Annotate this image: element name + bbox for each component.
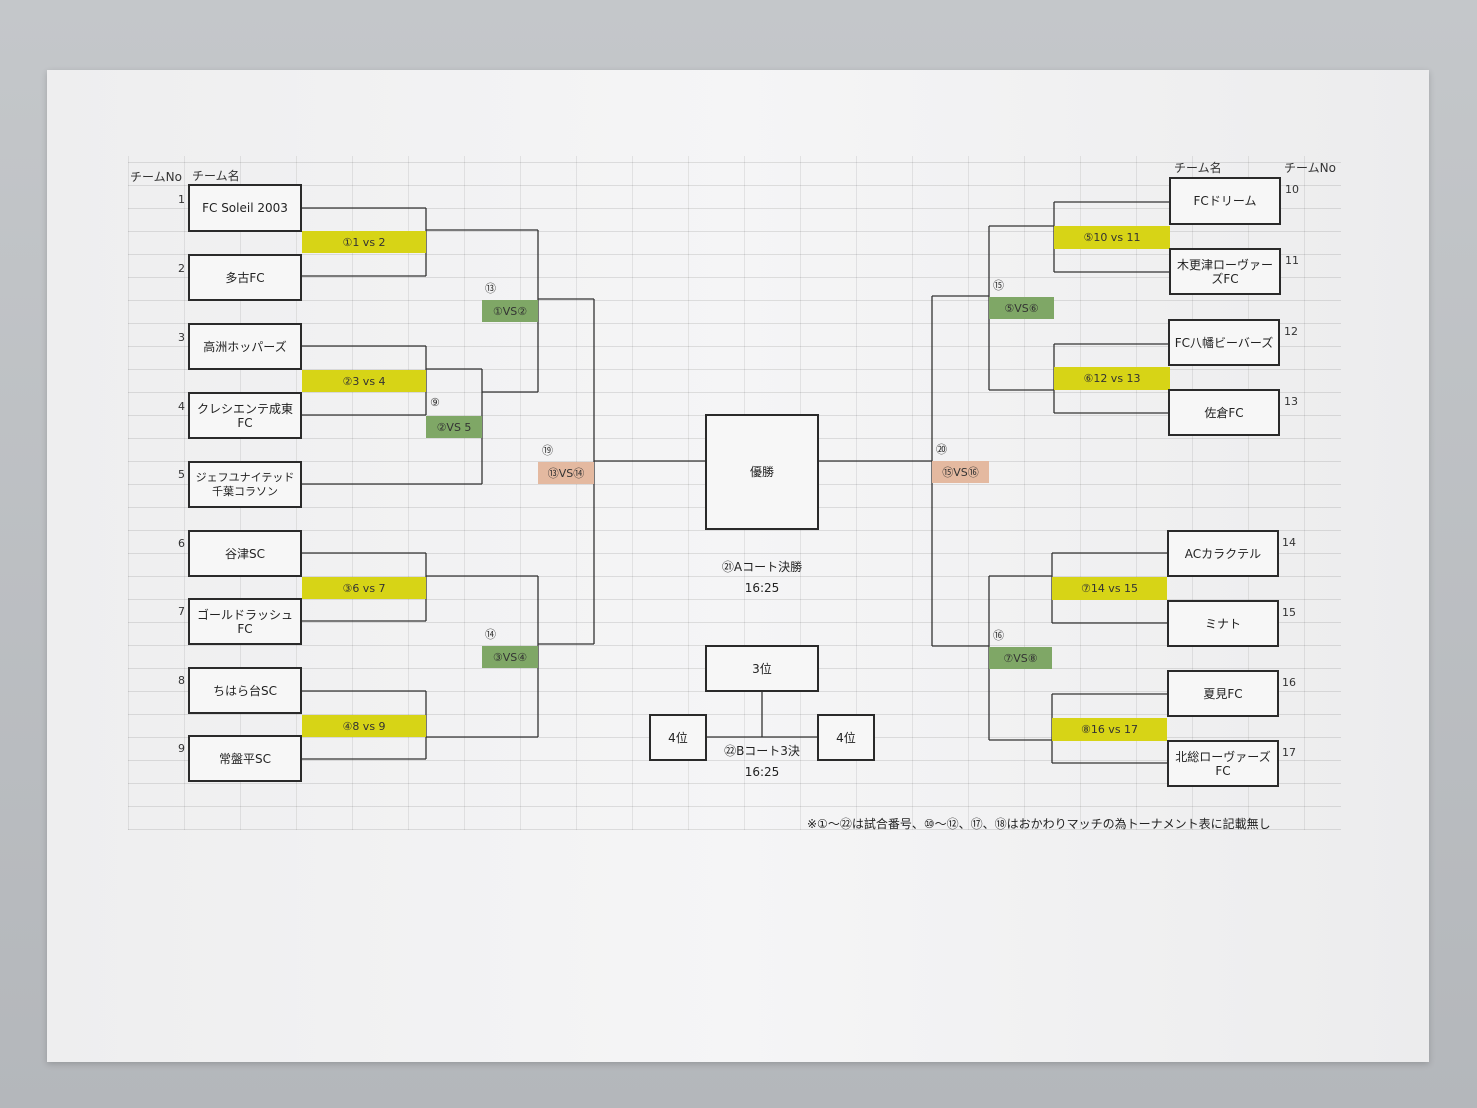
match-19-tag: ⑬VS⑭ (538, 462, 594, 484)
match-9-number: ⑨ (430, 396, 440, 409)
match-20-number: ⑳ (936, 443, 947, 456)
team-no-11: 11 (1285, 254, 1299, 267)
header-left-team-name: チーム名 (192, 169, 240, 183)
team-no-2: 2 (178, 262, 185, 275)
team-no-9: 9 (178, 742, 185, 755)
fourth-place-left-box: 4位 (649, 714, 707, 761)
match-14-tag: ③VS④ (482, 646, 538, 668)
match-20-tag: ⑮VS⑯ (932, 461, 989, 483)
team-box-17: 北総ローヴァーズFC (1167, 740, 1279, 787)
team-no-5: 5 (178, 468, 185, 481)
team-box-5: ジェフユナイテッド千葉コラソン (188, 461, 302, 508)
team-no-6: 6 (178, 537, 185, 550)
team-no-14: 14 (1282, 536, 1296, 549)
match-8-tag: ⑧16 vs 17 (1052, 718, 1167, 741)
champion-box: 優勝 (705, 414, 819, 530)
team-box-4: クレシエンテ成東FC (188, 392, 302, 439)
match-15-tag: ⑤VS⑥ (989, 297, 1054, 319)
match-9-tag: ②VS 5 (426, 416, 482, 438)
team-no-4: 4 (178, 400, 185, 413)
header-right-team-no: チームNo (1284, 161, 1336, 175)
team-box-2: 多古FC (188, 254, 302, 301)
third-place-time: 16:25 (744, 765, 780, 779)
team-box-16: 夏見FC (1167, 670, 1279, 717)
third-place-label: ㉒Bコート3決 (724, 744, 800, 758)
team-no-17: 17 (1282, 746, 1296, 759)
team-no-8: 8 (178, 674, 185, 687)
team-box-15: ミナト (1167, 600, 1279, 647)
match-4-tag: ④8 vs 9 (302, 715, 426, 737)
team-box-11: 木更津ローヴァーズFC (1169, 248, 1281, 295)
team-no-12: 12 (1284, 325, 1298, 338)
team-box-9: 常盤平SC (188, 735, 302, 782)
fourth-place-right-box: 4位 (817, 714, 875, 761)
third-place-box: 3位 (705, 645, 819, 692)
team-no-13: 13 (1284, 395, 1298, 408)
team-box-7: ゴールドラッシュFC (188, 598, 302, 645)
match-7-tag: ⑦14 vs 15 (1052, 577, 1167, 600)
team-box-10: FCドリーム (1169, 177, 1281, 225)
team-no-10: 10 (1285, 183, 1299, 196)
match-1-tag: ①1 vs 2 (302, 231, 426, 253)
match-6-tag: ⑥12 vs 13 (1054, 367, 1170, 390)
match-5-tag: ⑤10 vs 11 (1054, 226, 1170, 249)
team-no-15: 15 (1282, 606, 1296, 619)
match-16-number: ⑯ (993, 629, 1004, 642)
match-3-tag: ③6 vs 7 (302, 577, 426, 599)
match-13-tag: ①VS② (482, 300, 538, 322)
footnote: ※①～㉒は試合番号、⑩～⑫、⑰、⑱はおかわりマッチの為トーナメント表に記載無し (807, 817, 1271, 831)
final-label: ㉑Aコート決勝 (721, 560, 803, 574)
header-right-team-name: チーム名 (1174, 161, 1222, 175)
team-box-6: 谷津SC (188, 530, 302, 577)
team-no-16: 16 (1282, 676, 1296, 689)
team-no-3: 3 (178, 331, 185, 344)
match-16-tag: ⑦VS⑧ (989, 647, 1052, 669)
match-13-number: ⑬ (485, 282, 496, 295)
team-no-1: 1 (178, 193, 185, 206)
match-14-number: ⑭ (485, 628, 496, 641)
team-box-1: FC Soleil 2003 (188, 184, 302, 232)
team-box-8: ちはら台SC (188, 667, 302, 714)
team-box-3: 高洲ホッパーズ (188, 323, 302, 370)
team-box-13: 佐倉FC (1168, 389, 1280, 436)
team-no-7: 7 (178, 605, 185, 618)
match-15-number: ⑮ (993, 279, 1004, 292)
match-2-tag: ②3 vs 4 (302, 370, 426, 392)
match-19-number: ⑲ (542, 444, 553, 457)
team-box-14: ACカラクテル (1167, 530, 1279, 577)
final-time: 16:25 (744, 581, 780, 595)
team-box-12: FC八幡ビーバーズ (1168, 319, 1280, 366)
header-left-team-no: チームNo (130, 170, 182, 184)
